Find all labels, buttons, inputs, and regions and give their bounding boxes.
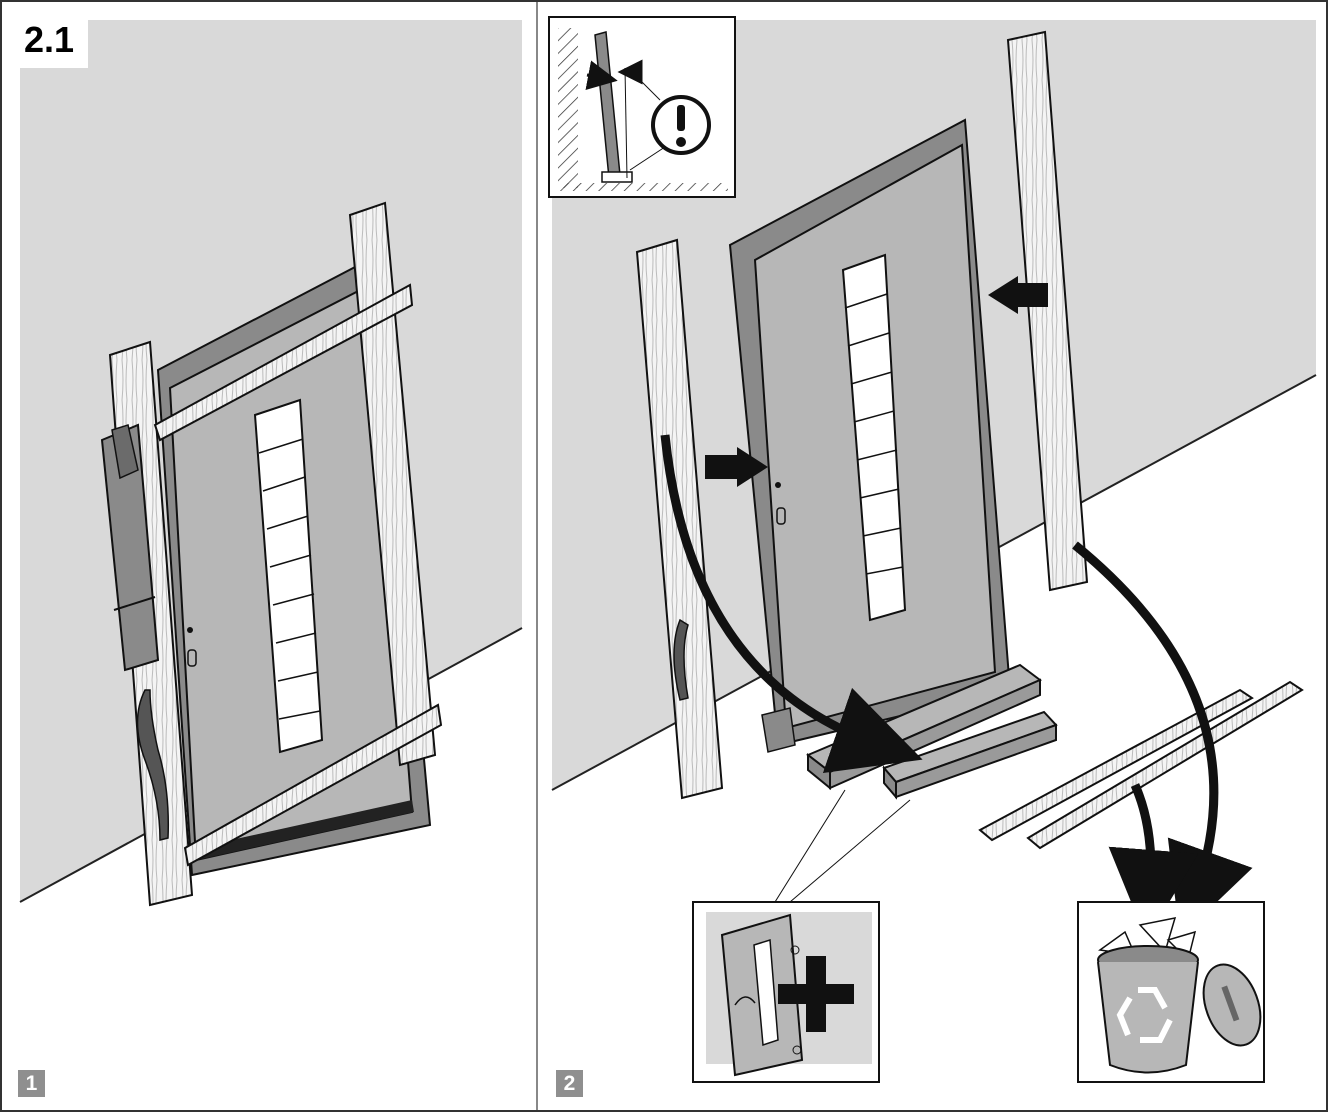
arrow-laths-to-bin — [1108, 783, 1199, 940]
panel-2 — [548, 16, 1317, 1083]
door-unpacked — [728, 118, 1012, 753]
inset-dispose — [1077, 901, 1265, 1083]
arrow-to-blocks — [660, 434, 923, 773]
inset-detail-warning — [548, 16, 736, 198]
wood-post-right — [1006, 30, 1089, 592]
arrow-post-to-bin — [1072, 541, 1253, 938]
plus-icon — [778, 956, 854, 1032]
recycle-bin-icon — [1097, 917, 1262, 1074]
section-title: 2.1 — [14, 14, 89, 68]
fitting-bag — [100, 423, 170, 841]
panel-1 — [19, 20, 523, 907]
step-badge-1: 1 — [18, 1070, 45, 1097]
push-arrow-right — [988, 276, 1048, 314]
push-arrow-left — [705, 447, 768, 487]
door-on-transport-frame — [156, 253, 432, 877]
loose-laths — [978, 680, 1304, 850]
step-badge-2: 2 — [556, 1070, 583, 1097]
exclamation-warning-icon — [651, 95, 711, 155]
inset-keep — [692, 901, 880, 1083]
